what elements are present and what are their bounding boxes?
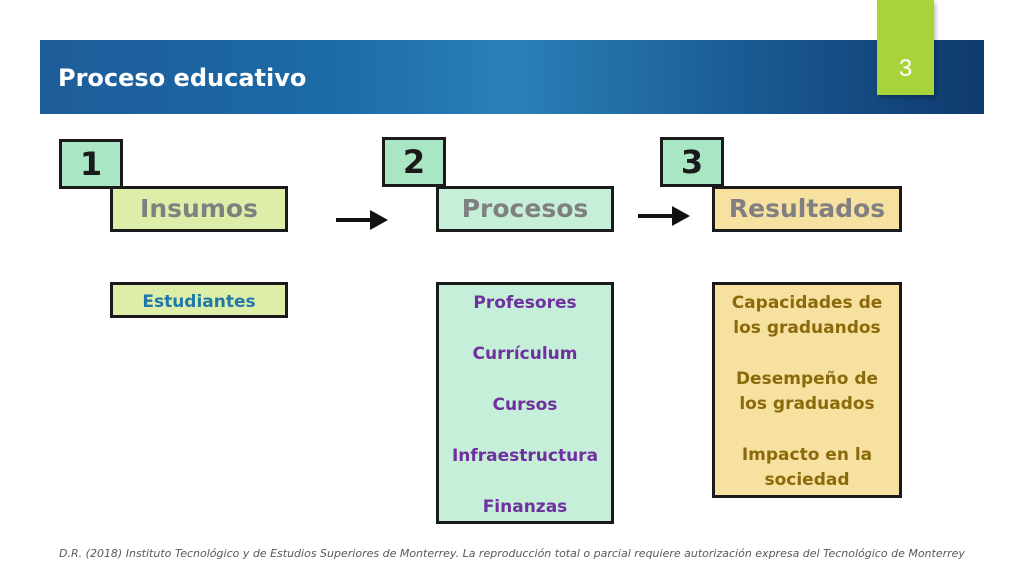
item-resultados-capacidades: Capacidades de los graduandos [731, 293, 883, 338]
item-procesos-finanzas: Finanzas [482, 497, 568, 517]
arrow-right-icon [336, 210, 388, 230]
category-insumos: Insumos [110, 186, 288, 232]
item-procesos-infraestructura: Infraestructura [451, 446, 599, 466]
item-procesos-curriculum: Currículum [472, 344, 578, 364]
content-box-insumos: Estudiantes [110, 282, 288, 318]
content-box-procesos: Profesores Currículum Cursos Infraestruc… [436, 282, 614, 524]
item-resultados-desempeno: Desempeño de los graduados [735, 369, 879, 414]
item-insumos-estudiantes: Estudiantes [142, 292, 256, 312]
slide-number: 3 [898, 55, 913, 82]
item-procesos-cursos: Cursos [492, 395, 558, 415]
slide-number-tab [877, 0, 934, 95]
page-title: Proceso educativo [58, 64, 307, 92]
arrow-right-icon [638, 206, 690, 226]
step-number-1: 1 [59, 139, 123, 189]
category-procesos: Procesos [436, 186, 614, 232]
header-bar [40, 40, 984, 114]
footer-copyright: D.R. (2018) Instituto Tecnológico y de E… [59, 547, 965, 560]
step-number-3: 3 [660, 137, 724, 187]
content-box-resultados: Capacidades de los graduandos Desempeño … [712, 282, 902, 498]
step-number-2: 2 [382, 137, 446, 187]
item-procesos-profesores: Profesores [473, 293, 577, 313]
item-resultados-impacto: Impacto en la sociedad [741, 445, 873, 490]
category-resultados: Resultados [712, 186, 902, 232]
